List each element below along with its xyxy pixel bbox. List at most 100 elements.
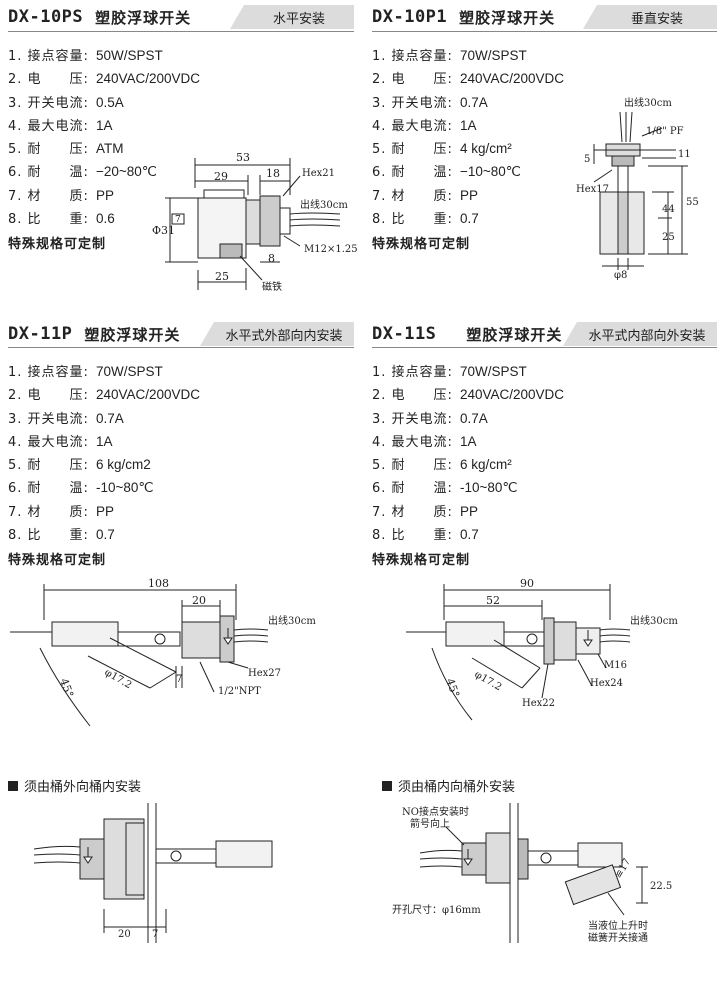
install-diagram-dx-11s: NO接点安装时 箭号向上 开孔尺寸：φ16mm ≌17 22.5 当液位上升时 … bbox=[392, 803, 672, 944]
spec-item: 3. 开关电流:0.7A bbox=[372, 94, 488, 111]
header-rule bbox=[372, 31, 717, 32]
lead-length: 出线30cm bbox=[624, 96, 672, 109]
dim-npt: 1/2"NPT bbox=[218, 686, 261, 697]
install-diagram-dx-11p: 20 7 bbox=[33, 803, 273, 943]
install-tag: 水平安装 bbox=[230, 5, 354, 29]
spec-item: 5. 耐 压:6 kg/cm² bbox=[372, 457, 512, 474]
spec-item: 8. 比 重:0.6 bbox=[8, 211, 115, 228]
spec-item: 3. 开关电流:0.7A bbox=[372, 410, 488, 427]
spec-item: 1. 接点容量:70W/SPST bbox=[372, 364, 527, 380]
dim-dia31: Φ31 bbox=[152, 224, 175, 237]
header-dx-11s: DX-11S 塑胶浮球开关 水平式内部向外安装 bbox=[372, 322, 717, 346]
diagram-dx-11s: 90 52 出线30cm M16 Hex24 Hex22 45° φ17.2 bbox=[406, 577, 678, 721]
spec-item: 8. 比 重:0.7 bbox=[372, 211, 479, 228]
dim-dia17: φ17.2 bbox=[473, 669, 504, 693]
diagram-dx-10p1: 出线30cm 1/8" PF 5 11 Hex17 44 55 25 φ8 bbox=[576, 96, 699, 281]
spec-item: 6. 耐 温:−10~80℃ bbox=[372, 164, 521, 181]
dim-hex24: Hex24 bbox=[590, 678, 623, 689]
install-direction: 须由桶内向桶外安装 bbox=[382, 776, 515, 795]
diagram-dx-11p: 108 20 出线30cm Hex27 45° φ17.2 7 1/2"NPT bbox=[10, 577, 316, 727]
level-rise-note: 当液位上升时 bbox=[588, 919, 648, 932]
spec-item: 2. 电 压:240VAC/200VDC bbox=[372, 71, 565, 88]
dim-55: 55 bbox=[686, 197, 699, 208]
model-label: DX-11P bbox=[8, 324, 73, 344]
install-direction: 须由桶外向桶内安装 bbox=[8, 776, 141, 795]
spec-item: 3. 开关电流:0.5A bbox=[8, 94, 124, 111]
dim-29: 29 bbox=[214, 170, 228, 183]
panel-dx-10p1: DX-10P1 塑胶浮球开关 垂直安装 1. 接点容量:70W/SPST 2. … bbox=[362, 0, 723, 318]
spec-item: 6. 耐 温:−20~80℃ bbox=[8, 164, 157, 181]
dim-hex17: Hex17 bbox=[576, 184, 609, 195]
spec-list: 1. 接点容量:70W/SPST 2. 电 压:240VAC/200VDC 3.… bbox=[372, 44, 564, 230]
dim-m16: M16 bbox=[604, 660, 627, 671]
install-tag: 水平式内部向外安装 bbox=[563, 322, 717, 346]
install-tag: 水平式外部向内安装 bbox=[200, 322, 354, 346]
custom-note: 特殊规格可定制 bbox=[8, 237, 107, 252]
product-name: 塑胶浮球开关 bbox=[466, 325, 563, 344]
dim-53: 53 bbox=[236, 151, 250, 164]
panel-dx-11s: DX-11S 塑胶浮球开关 水平式内部向外安装 1. 接点容量:70W/SPST… bbox=[362, 318, 723, 951]
install-dim-7: 7 bbox=[152, 929, 158, 940]
lead-length: 出线30cm bbox=[630, 614, 678, 627]
dim-90: 90 bbox=[520, 577, 534, 590]
spec-item: 4. 最大电流:1A bbox=[372, 433, 477, 450]
magnet-label: 磁铁 bbox=[262, 280, 282, 293]
custom-note: 特殊规格可定制 bbox=[372, 553, 471, 568]
dim-44: 44 bbox=[662, 204, 675, 215]
header-rule bbox=[372, 347, 717, 348]
dim-11: 11 bbox=[678, 149, 691, 160]
spec-item: 3. 开关电流:0.7A bbox=[8, 410, 124, 427]
dim-8: 8 bbox=[268, 252, 275, 265]
install-dim-20: 20 bbox=[118, 929, 131, 940]
pipe-thread: 1/8" PF bbox=[646, 126, 684, 137]
spec-list: 1. 接点容量:50W/SPST 2. 电 压:240VAC/200VDC 3.… bbox=[8, 44, 200, 230]
bullet-square-icon bbox=[8, 780, 18, 791]
dim-5: 5 bbox=[584, 154, 590, 165]
header-dx-10ps: DX-10PS 塑胶浮球开关 水平安装 bbox=[8, 5, 354, 29]
spec-item: 5. 耐 压:ATM bbox=[8, 141, 124, 158]
spec-item: 2. 电 压:240VAC/200VDC bbox=[8, 71, 201, 88]
dim-hex27: Hex27 bbox=[248, 668, 281, 679]
spec-item: 2. 电 压:240VAC/200VDC bbox=[372, 387, 565, 404]
dim-18: 18 bbox=[266, 167, 280, 180]
install-dim-22-5: 22.5 bbox=[650, 881, 672, 892]
spec-item: 4. 最大电流:1A bbox=[372, 117, 477, 134]
panel-dx-11p: DX-11P 塑胶浮球开关 水平式外部向内安装 1. 接点容量:70W/SPST… bbox=[0, 318, 360, 951]
dim-7: 7 bbox=[175, 215, 181, 225]
dim-45deg: 45° bbox=[57, 677, 76, 700]
product-name: 塑胶浮球开关 bbox=[95, 8, 192, 27]
switch-on-note: 磁簧开关接通 bbox=[588, 931, 648, 944]
model-label: DX-11S bbox=[372, 324, 437, 344]
spec-item: 5. 耐 压:6 kg/cm2 bbox=[8, 457, 151, 474]
spec-item: 8. 比 重:0.7 bbox=[8, 527, 115, 544]
dim-52: 52 bbox=[486, 594, 500, 607]
spec-item: 5. 耐 压:4 kg/cm² bbox=[372, 141, 512, 158]
spec-item: 4. 最大电流:1A bbox=[8, 117, 113, 134]
spec-item: 7. 材 质:PP bbox=[8, 503, 115, 520]
dim-dia8: φ8 bbox=[614, 270, 627, 281]
install-note-arrow-up: 箭号向上 bbox=[410, 817, 450, 830]
model-label: DX-10P1 bbox=[372, 7, 448, 27]
hole-size-note: 开孔尺寸：φ16mm bbox=[392, 903, 481, 916]
product-name: 塑胶浮球开关 bbox=[84, 325, 181, 344]
spec-item: 7. 材 质:PP bbox=[372, 187, 479, 204]
dim-25: 25 bbox=[215, 270, 229, 283]
spec-item: 6. 耐 温:-10~80℃ bbox=[8, 480, 154, 497]
custom-note: 特殊规格可定制 bbox=[8, 553, 107, 568]
model-label: DX-10PS bbox=[8, 7, 84, 27]
install-direction-text: 须由桶内向桶外安装 bbox=[398, 780, 516, 795]
spec-item: 8. 比 重:0.7 bbox=[372, 527, 479, 544]
install-direction-text: 须由桶外向桶内安装 bbox=[24, 780, 142, 795]
bullet-square-icon bbox=[382, 780, 392, 791]
dim-25: 25 bbox=[662, 232, 675, 243]
header-dx-10p1: DX-10P1 塑胶浮球开关 垂直安装 bbox=[372, 5, 717, 29]
install-note-no-contact: NO接点安装时 bbox=[402, 805, 469, 818]
spec-item: 1. 接点容量:70W/SPST bbox=[8, 364, 163, 380]
custom-note: 特殊规格可定制 bbox=[372, 237, 471, 252]
spec-item: 6. 耐 温:-10~80℃ bbox=[372, 480, 518, 497]
header-rule bbox=[8, 347, 354, 348]
lead-length: 出线30cm bbox=[268, 614, 316, 627]
dim-20: 20 bbox=[192, 594, 206, 607]
install-tag: 垂直安装 bbox=[583, 5, 717, 29]
spec-item: 4. 最大电流:1A bbox=[8, 433, 113, 450]
